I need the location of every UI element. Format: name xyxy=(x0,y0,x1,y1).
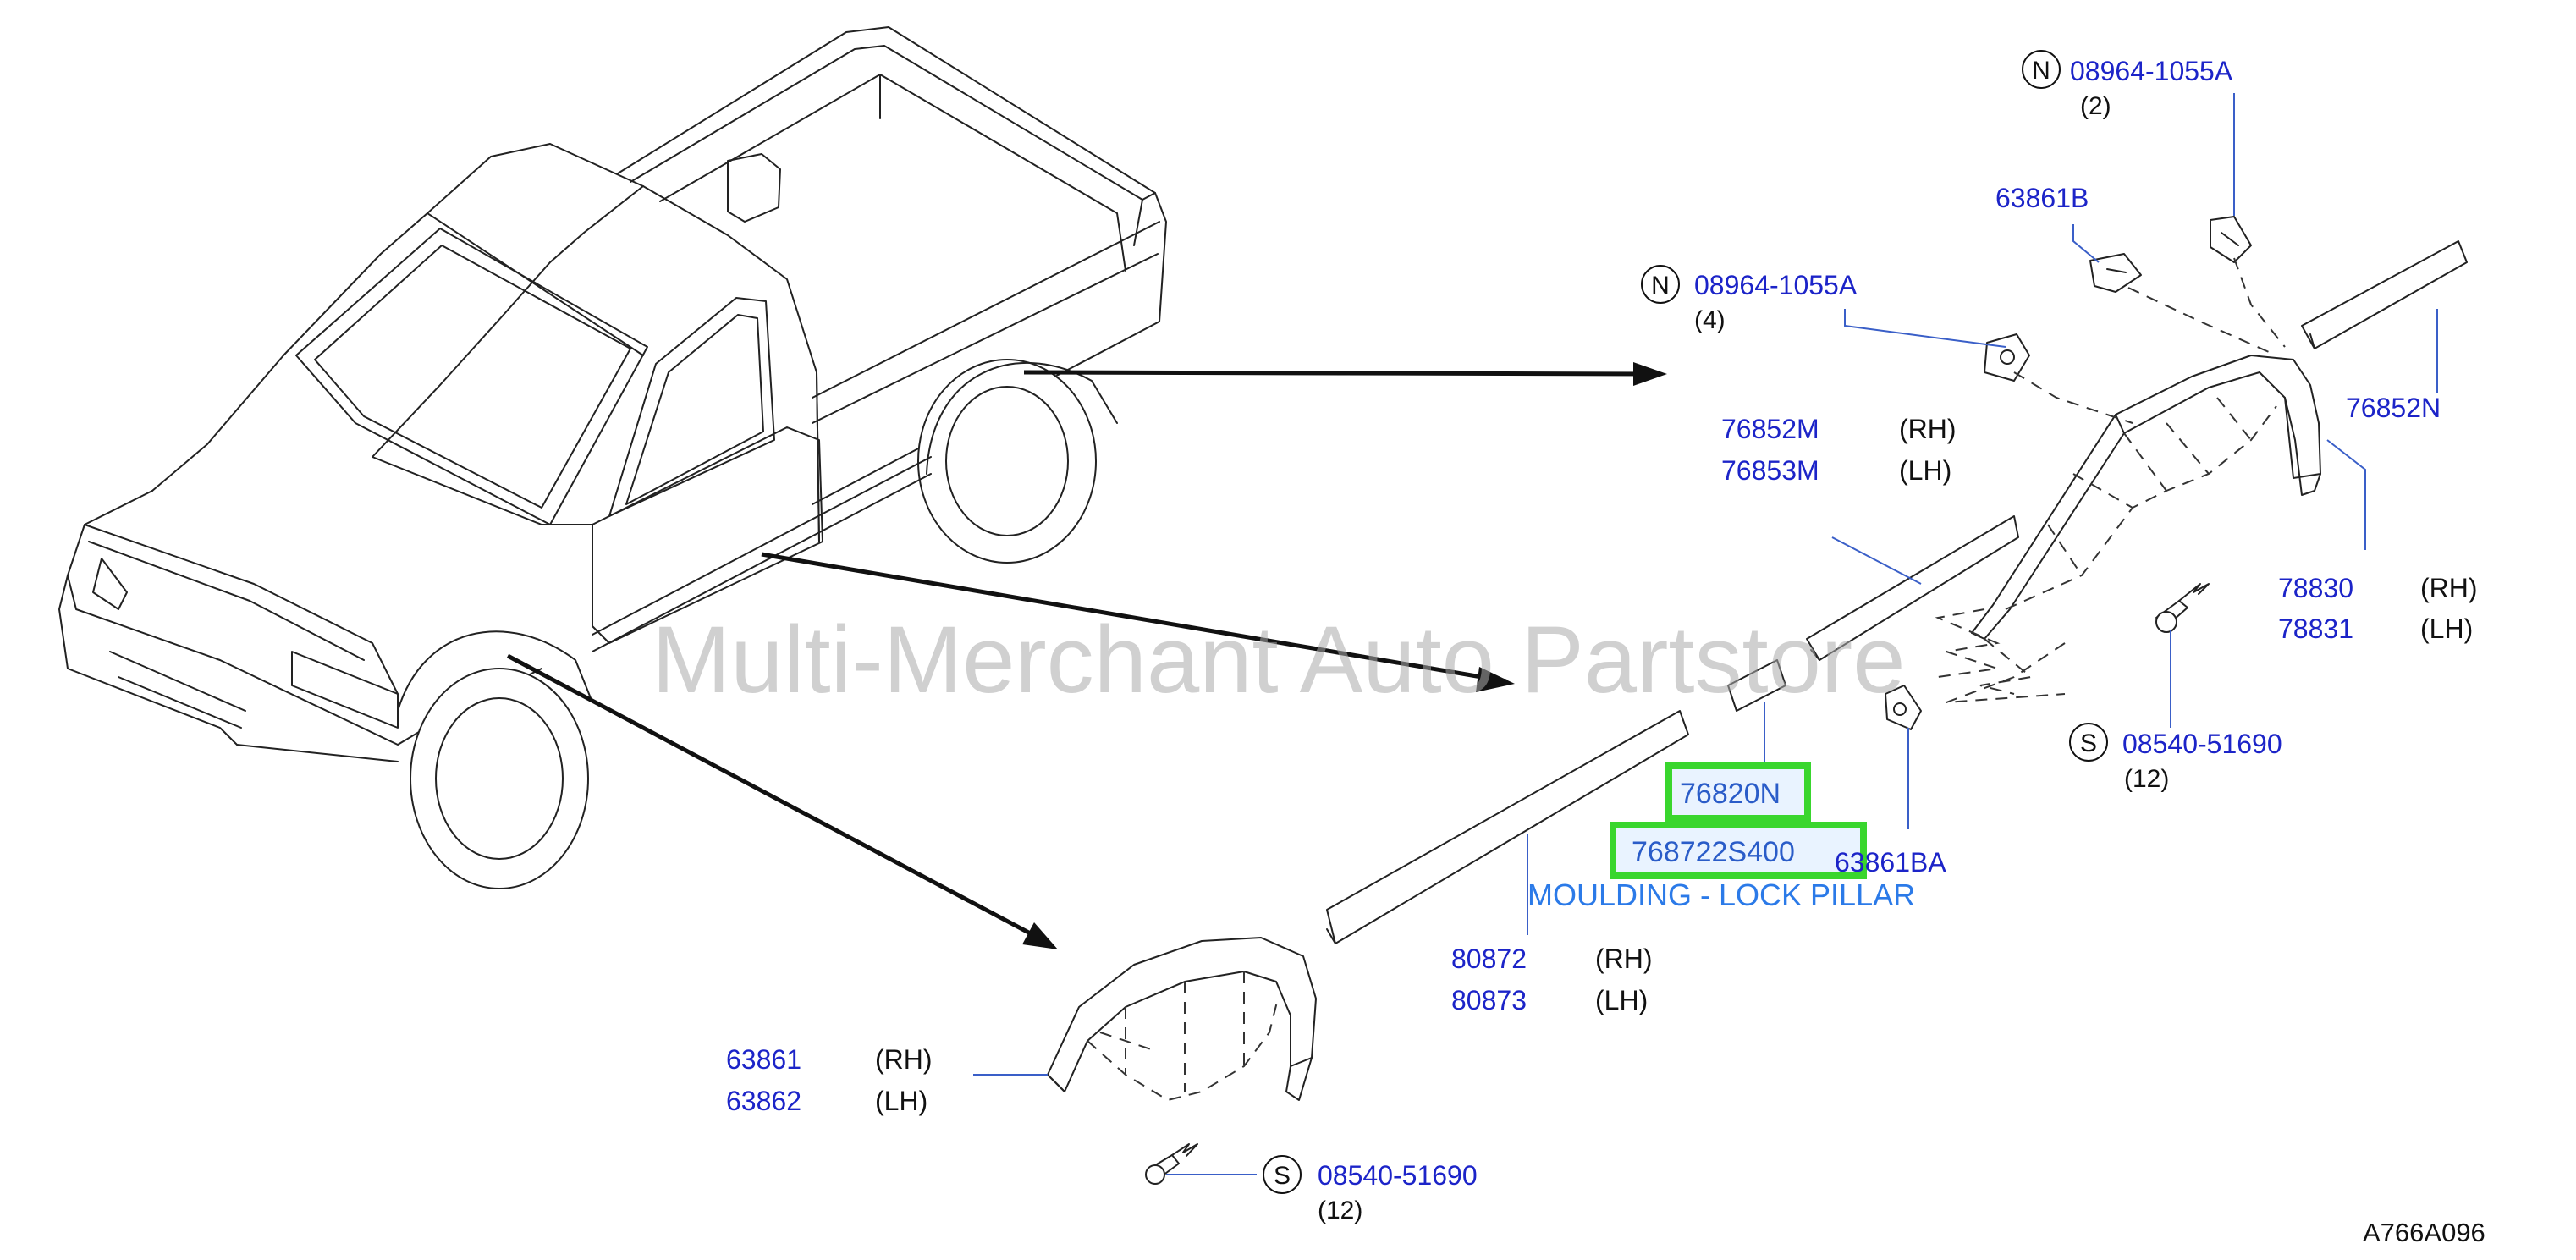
prefix-circle xyxy=(2022,50,2061,89)
watermark-text: Multi-Merchant Auto Partstore xyxy=(652,607,1905,713)
highlighted-part-76820N[interactable]: 76820N xyxy=(1665,762,1811,822)
part-number-80873[interactable]: 80873 xyxy=(1451,985,1527,1015)
part-number-08964-1055A[interactable]: 08964-1055A xyxy=(1694,270,1858,300)
part-number-63861B[interactable]: 63861B xyxy=(1995,183,2089,213)
quantity-label: (2) xyxy=(2080,92,2111,120)
part-number-76853M[interactable]: 76853M xyxy=(1721,455,1819,486)
highlight-box[interactable] xyxy=(1665,762,1811,822)
part-number-63861[interactable]: 63861 xyxy=(726,1044,801,1075)
side-label-rh: (RH) xyxy=(875,1044,933,1075)
side-label-lh: (LH) xyxy=(1899,455,1951,486)
part-number-76852M[interactable]: 76852M xyxy=(1721,414,1819,444)
side-label-rh: (RH) xyxy=(1899,414,1957,444)
callout-lines xyxy=(973,93,2438,1175)
side-label-lh: (LH) xyxy=(875,1086,927,1116)
quantity-label: (12) xyxy=(1318,1197,1362,1224)
prefix-letter: S xyxy=(2080,729,2097,757)
pickup-truck-illustration xyxy=(58,26,1167,889)
part-number-08540-51690[interactable]: 08540-51690 xyxy=(2122,729,2282,759)
part-number-80872[interactable]: 80872 xyxy=(1451,944,1527,974)
side-label-lh: (LH) xyxy=(2420,613,2473,644)
side-label-rh: (RH) xyxy=(1595,944,1653,974)
part-number-76852N[interactable]: 76852N xyxy=(2346,393,2441,423)
part-number-08964-1055A[interactable]: 08964-1055A xyxy=(2070,56,2233,86)
part-number-78831[interactable]: 78831 xyxy=(2278,613,2353,644)
prefix-circle xyxy=(2069,723,2108,762)
highlight-box[interactable] xyxy=(1610,822,1867,879)
pointer-arrows xyxy=(506,362,1667,949)
side-label-rh: (RH) xyxy=(2420,573,2478,603)
quantity-label: (12) xyxy=(2124,765,2169,793)
callout-screw-rear[interactable]: S 08540-51690 (12) xyxy=(2069,723,2282,793)
part-number-76820N[interactable]: 76820N xyxy=(1680,778,1781,810)
callout-clip-top[interactable]: N 08964-1055A (2) xyxy=(2022,50,2233,120)
part-number-08540-51690[interactable]: 08540-51690 xyxy=(1318,1160,1478,1191)
callout-clip-left[interactable]: N 08964-1055A (4) xyxy=(1641,265,1858,334)
prefix-circle xyxy=(1641,265,1680,304)
prefix-letter: N xyxy=(2032,57,2050,85)
prefix-circle xyxy=(1263,1155,1302,1194)
part-number-63861BA[interactable]: 63861BA xyxy=(1835,847,1946,878)
part-number-63862[interactable]: 63862 xyxy=(726,1086,801,1116)
quantity-label: (4) xyxy=(1694,306,1726,334)
part-number-768722S400[interactable]: 768722S400 xyxy=(1632,836,1795,868)
front-fender-flare-drawing xyxy=(1047,937,1317,1185)
diagram-reference-code: A766A096 xyxy=(2363,1218,2485,1247)
prefix-letter: N xyxy=(1651,272,1670,300)
rear-fender-flare-drawing xyxy=(1326,216,2468,944)
callout-screw-front[interactable]: S 08540-51690 (12) xyxy=(1263,1155,1478,1224)
part-number-78830[interactable]: 78830 xyxy=(2278,573,2353,603)
prefix-letter: S xyxy=(1274,1162,1291,1190)
highlighted-part-768722S400[interactable]: 768722S400 xyxy=(1610,822,1867,879)
side-label-lh: (LH) xyxy=(1595,985,1648,1015)
part-description: MOULDING - LOCK PILLAR xyxy=(1527,878,1915,912)
